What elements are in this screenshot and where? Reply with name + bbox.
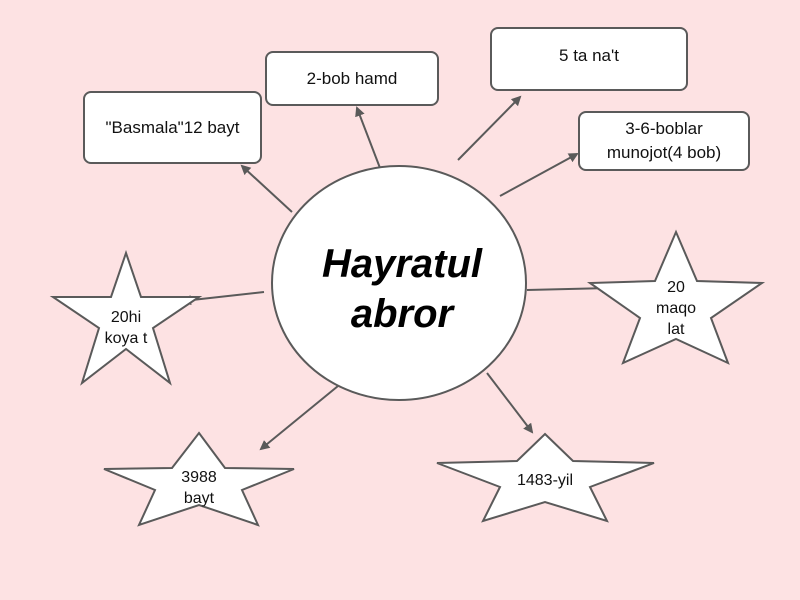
arrow-to-yil <box>486 372 534 434</box>
star-hikoyat-label: 20hi koya t <box>104 309 148 347</box>
arrow-to-hamd <box>355 106 381 169</box>
star-bayt-label: 3988 bayt <box>181 469 217 507</box>
arrow-to-munojot <box>499 153 579 197</box>
arrow-to-basmala <box>240 164 293 213</box>
box-munojot: 3-6-boblar munojot(4 bob) <box>578 111 750 171</box>
box-hamd: 2-bob hamd <box>265 51 439 106</box>
box-naat: 5 ta na't <box>490 27 688 91</box>
star-yil-label: 1483-yil <box>516 471 574 489</box>
star-maqolat-label: 20 maqo lat <box>655 278 697 338</box>
star-hikoyat <box>49 249 203 386</box>
center-node <box>271 165 527 401</box>
star-bayt <box>103 431 295 527</box>
star-yil <box>436 432 655 523</box>
box-basmala: "Basmala"12 bayt <box>83 91 262 164</box>
arrow-to-bayt <box>259 385 339 451</box>
center-title: Hayratul abror <box>321 242 483 336</box>
star-maqolat <box>586 229 766 365</box>
arrow-to-naat <box>457 95 522 161</box>
